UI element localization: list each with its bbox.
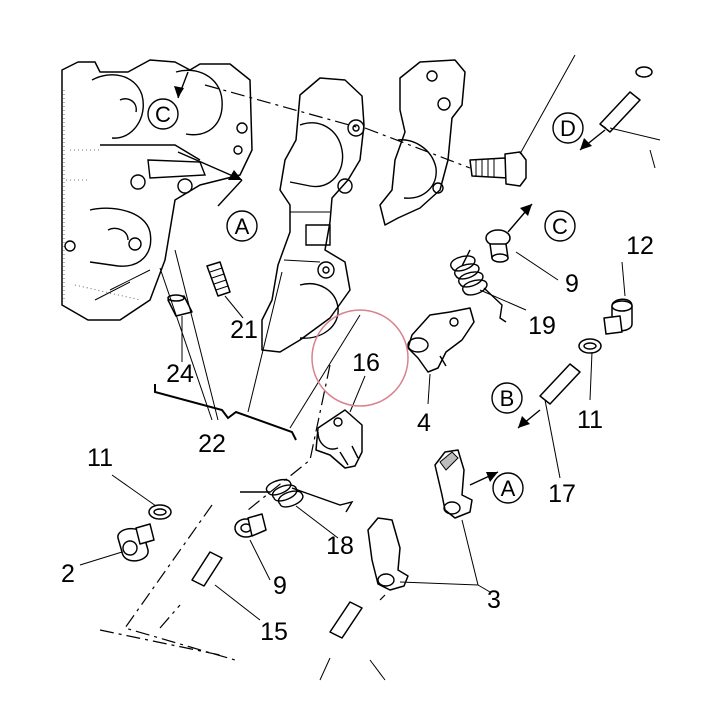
direction-arrows <box>174 71 606 486</box>
spring-18 <box>240 478 354 513</box>
dowel-pin-24 <box>167 294 193 317</box>
callout-A-right: A <box>492 472 524 504</box>
dowel-pin-21 <box>206 261 231 297</box>
assembly-lines <box>99 84 471 661</box>
cap-9-upper <box>485 229 511 263</box>
label-4: 4 <box>417 409 431 437</box>
label-16: 16 <box>352 349 380 377</box>
shaft-lower <box>329 601 363 639</box>
svg-text:A: A <box>501 476 516 501</box>
shaft-top-right <box>599 66 653 133</box>
callout-D: D <box>552 112 584 144</box>
callout-B: B <box>491 382 523 414</box>
callout-C-right: C <box>544 210 576 242</box>
shaft-17 <box>539 363 581 405</box>
label-2: 2 <box>61 560 75 588</box>
bracket-22 <box>154 384 297 441</box>
plug-2 <box>117 523 155 562</box>
svg-text:D: D <box>560 116 576 141</box>
label-3: 3 <box>487 586 501 614</box>
flange-bolt <box>469 151 527 187</box>
svg-text:C: C <box>552 214 568 239</box>
callout-C-upper: C <box>147 98 179 130</box>
plug-12 <box>603 298 633 335</box>
label-9-lower: 9 <box>273 572 287 600</box>
label-11-right: 11 <box>577 406 603 434</box>
label-19: 19 <box>528 312 556 340</box>
label-12: 12 <box>626 232 654 260</box>
washer-11-right <box>578 338 602 354</box>
rocker-arm-3-lower <box>367 517 409 591</box>
label-21: 21 <box>230 316 258 344</box>
rocker-arm-3-upper <box>434 449 473 519</box>
callout-A-left: A <box>226 210 258 242</box>
rocker-arm-4 <box>407 307 475 373</box>
label-22: 22 <box>198 430 226 458</box>
svg-text:B: B <box>500 386 515 411</box>
cap-9-lower <box>234 513 267 538</box>
engine-block-casting <box>61 59 253 321</box>
label-18: 18 <box>326 532 354 560</box>
label-11-left: 11 <box>87 444 113 472</box>
label-15: 15 <box>260 618 288 646</box>
camshaft-holder-right <box>379 59 466 226</box>
label-24: 24 <box>166 360 194 388</box>
svg-text:A: A <box>235 214 250 239</box>
rocker-arm-16 <box>315 409 363 469</box>
label-17: 17 <box>548 480 576 508</box>
highlight-circle-16 <box>311 309 409 407</box>
spring-19 <box>449 249 507 323</box>
washer-11-left <box>148 504 172 520</box>
svg-text:C: C <box>155 102 171 127</box>
label-9-upper: 9 <box>565 270 579 298</box>
leader-lines <box>79 54 661 681</box>
shaft-15 <box>191 551 223 587</box>
